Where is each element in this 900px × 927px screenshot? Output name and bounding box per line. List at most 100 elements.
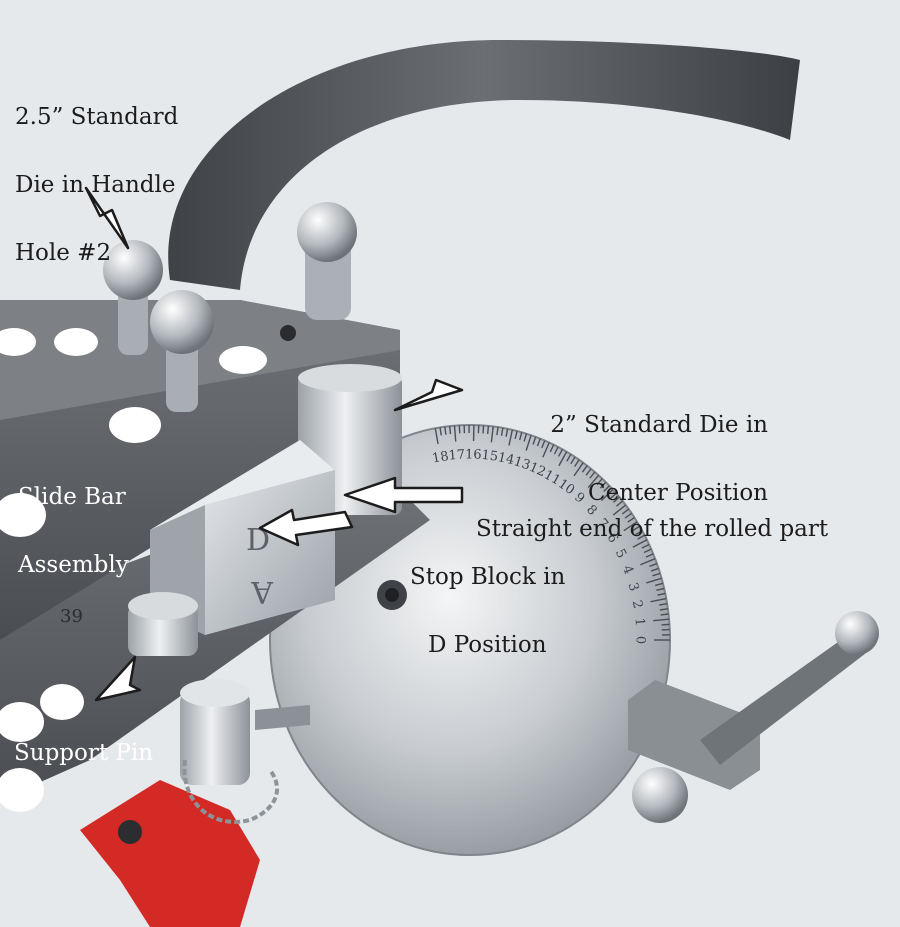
handle-knob-right — [297, 202, 357, 320]
callout-standard-die-center: 2” Standard Die in Center Position — [550, 412, 768, 506]
degree-label: 14 — [496, 450, 515, 468]
support-pin — [128, 592, 198, 656]
degree-tick — [453, 425, 457, 442]
degree-tick — [523, 433, 528, 442]
degree-tick — [653, 618, 670, 622]
clamp-handle — [628, 611, 879, 823]
arrow-to-stop-block — [258, 508, 354, 547]
degree-tick — [612, 496, 620, 503]
arrow-to-center-die — [393, 378, 464, 412]
degree-tick — [505, 428, 509, 437]
degree-label: 17 — [448, 447, 466, 463]
degree-tick — [656, 587, 665, 591]
degree-tick — [655, 582, 664, 587]
stop-block: D A — [150, 440, 335, 635]
degree-tick — [646, 577, 662, 584]
degree-tick — [549, 444, 555, 453]
handle-knob-center — [150, 290, 214, 412]
degree-tick — [573, 462, 584, 477]
degree-tick — [659, 608, 668, 611]
arrow-to-handle-die — [84, 186, 130, 250]
degree-label: 18 — [431, 449, 450, 467]
degree-tick — [596, 478, 603, 486]
callout-stop-block: Stop Block in D Position — [410, 564, 566, 658]
handle-marking: 39 — [60, 606, 83, 627]
degree-tick — [657, 592, 666, 596]
degree-tick — [660, 613, 669, 616]
degree-tick — [541, 440, 546, 449]
degree-tick — [599, 481, 607, 489]
degree-tick — [566, 453, 572, 462]
degree-tick — [640, 558, 656, 566]
degree-tick — [482, 425, 485, 434]
degree-tick — [519, 432, 523, 441]
degree-tick — [558, 448, 563, 457]
degree-tick — [612, 504, 627, 516]
degree-label: 11 — [541, 467, 563, 488]
degree-tick — [496, 427, 499, 436]
handle-knob-left — [103, 240, 163, 355]
degree-tick — [632, 539, 648, 548]
degree-label: 3 — [624, 581, 641, 593]
degree-tick — [508, 429, 514, 446]
degree-tick — [637, 534, 645, 540]
degree-tick — [616, 500, 624, 507]
degree-tick — [600, 488, 614, 502]
slide-bar-holes — [0, 325, 296, 537]
degree-label: 2 — [629, 599, 645, 610]
callout-support-pin: Support Pin — [14, 740, 154, 766]
degree-tick — [659, 603, 668, 606]
degree-tick — [634, 530, 643, 536]
degree-tick — [500, 427, 504, 436]
degree-tick — [603, 485, 610, 493]
degree-tick — [621, 508, 630, 515]
callout-straight-end: Straight end of the rolled part — [476, 516, 829, 542]
degree-label: 13 — [512, 454, 532, 473]
arrow-to-support-pin — [94, 655, 142, 702]
degree-tick — [444, 426, 447, 435]
degree-label: 16 — [465, 447, 482, 462]
degree-tick — [486, 425, 490, 434]
degree-tick — [558, 451, 568, 467]
arrow-to-straight-end — [343, 476, 464, 514]
spring-pin — [180, 679, 310, 824]
degree-tick — [553, 446, 559, 455]
stop-block-letter-a: A — [251, 574, 274, 609]
degree-tick — [643, 548, 652, 554]
degree-tick — [661, 623, 670, 626]
red-lever — [80, 780, 260, 927]
degree-label: 1 — [631, 617, 647, 627]
lower-plate-holes — [0, 684, 84, 812]
degree-tick — [581, 465, 588, 473]
degree-tick — [652, 572, 661, 577]
degree-tick — [624, 512, 632, 519]
degree-tick — [645, 553, 654, 558]
degree-tick — [632, 525, 641, 532]
degree-tick — [532, 436, 537, 445]
rolled-strip — [168, 40, 800, 290]
degree-tick — [641, 543, 650, 549]
degree-tick — [448, 426, 452, 435]
degree-tick — [623, 521, 638, 532]
degree-tick — [627, 516, 635, 523]
degree-tick — [574, 459, 580, 467]
degree-label: 12 — [527, 460, 548, 480]
callout-standard-die-handle: 2.5” Standard Die in Handle Hole #2 — [15, 104, 179, 266]
degree-tick — [514, 430, 518, 439]
degree-tick — [650, 567, 659, 572]
degree-tick — [542, 442, 550, 458]
degree-tick — [589, 471, 596, 479]
degree-tick — [536, 438, 541, 447]
degree-tick — [434, 428, 439, 445]
degree-tick — [439, 427, 442, 436]
degree-label: 0 — [633, 636, 648, 644]
degree-tick — [609, 492, 617, 500]
callout-arrows — [84, 186, 464, 702]
degree-tick — [587, 474, 600, 489]
degree-tick — [650, 597, 667, 603]
degree-tick — [525, 435, 532, 451]
callout-slide-bar: Slide Bar Assembly — [18, 484, 129, 578]
degree-label: 15 — [481, 448, 499, 465]
degree-tick — [490, 426, 494, 443]
